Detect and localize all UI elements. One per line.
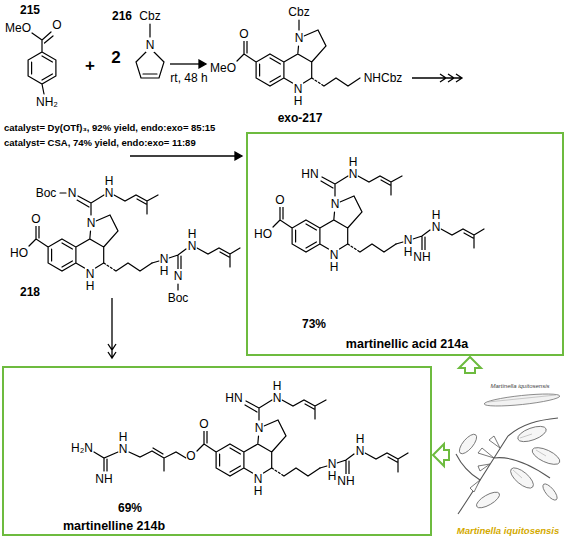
condition-note: catalyst= Dy(OTf)₃, 92% yield, endo:exo=… — [4, 122, 215, 134]
atom-label: N — [331, 197, 340, 211]
tricyclic-core — [197, 420, 320, 476]
aniline-ester-bonds — [28, 32, 56, 94]
species-name: Martinella iquitosensis — [457, 525, 559, 536]
tricyclic-core — [237, 30, 360, 86]
atom-label: O — [275, 193, 284, 207]
atom-label: NH₂ — [36, 95, 58, 109]
atom-label: H — [294, 94, 303, 108]
guanidine-bonds — [77, 195, 158, 215]
multistep-arrow — [412, 74, 462, 82]
tricyclic-core — [273, 196, 396, 252]
atom-label: rt, 48 h — [170, 71, 207, 85]
hollow-arrow — [433, 444, 449, 466]
atom-label: N — [255, 421, 264, 435]
hollow-arrow — [459, 357, 481, 373]
atom-label: O — [186, 449, 195, 463]
yield-text: 69% — [118, 501, 142, 515]
atom-label: N — [146, 38, 155, 52]
atom-label: Cbz — [139, 9, 160, 23]
plant-panel: Martinella iquitosensisMartinella iquito… — [450, 374, 565, 538]
atom-label: Boc — [168, 291, 189, 305]
cbz-bond — [298, 20, 299, 30]
seed-pod — [484, 392, 561, 409]
species-name: Martinella iquitosensis — [490, 383, 549, 390]
atom-label: H₂N — [71, 441, 93, 455]
atom-label: O — [52, 18, 61, 32]
atom-label: N — [87, 216, 96, 230]
atom-label: H — [328, 469, 337, 483]
product-box: 69% martinelline 214b — [2, 366, 432, 536]
atom-label: NH — [95, 472, 112, 486]
guanidine-bonds — [245, 400, 326, 420]
plant-leaves — [456, 423, 562, 511]
atom-label: N — [188, 239, 197, 253]
compound-number: 216 — [112, 9, 132, 23]
compound-name: martinellic acid 214a — [346, 337, 468, 352]
atom-label: HO — [10, 246, 28, 260]
yield-text: 73% — [302, 317, 326, 331]
atom-label: N — [105, 186, 114, 200]
leaf-veins — [513, 434, 546, 478]
compound-number: 215 — [20, 3, 40, 17]
atom-label: H — [404, 245, 413, 259]
atom-label: H — [160, 264, 169, 278]
atom-label: NH — [413, 250, 430, 264]
atom-label: O — [31, 212, 40, 226]
pyrroline-bonds — [136, 24, 164, 78]
atom-label: N — [356, 444, 365, 458]
compound-number: exo-217 — [278, 111, 323, 125]
guanidine-bonds — [321, 176, 402, 196]
atom-label: HO — [254, 227, 272, 241]
arrow-head — [199, 60, 206, 68]
atom-label: Cbz — [288, 5, 309, 19]
condition-note: catalyst= CSA, 74% yield, endo:exo= 11:8… — [4, 137, 196, 149]
compound-number: 218 — [20, 285, 40, 299]
atom-label: Boc — [36, 186, 57, 200]
atom-label: O — [239, 27, 248, 41]
atom-label: H — [254, 484, 263, 498]
atom-label: HN — [225, 391, 242, 405]
atom-label: O — [199, 417, 208, 431]
reaction-arrow — [130, 155, 238, 156]
atom-label: N — [295, 31, 304, 45]
twostep-arrow — [108, 298, 116, 358]
atom-label: MeO — [210, 61, 236, 75]
atom-label: NHCbz — [364, 71, 403, 85]
boc-bonds — [60, 193, 178, 290]
atom-label: MeO — [5, 21, 31, 35]
bond-lines — [28, 20, 484, 476]
plant-illustration — [456, 392, 562, 514]
atom-label: NH — [337, 474, 354, 488]
reaction-arrow — [170, 63, 201, 64]
atom-label: N — [432, 220, 441, 234]
atom-label: N — [68, 186, 77, 200]
pod-seam — [488, 395, 556, 402]
atom-label: N — [174, 269, 183, 283]
atom-label: N — [273, 391, 282, 405]
arrow-head — [235, 152, 242, 160]
compound-name: martinelline 214b — [63, 519, 165, 534]
atom-label: N — [119, 442, 128, 456]
atom-label: H — [86, 279, 95, 293]
tricyclic-core — [29, 215, 152, 271]
atom-label: N — [349, 167, 358, 181]
atom-label: H — [330, 260, 339, 274]
reaction-symbol: 2 — [111, 49, 120, 67]
plant-stem — [456, 418, 558, 514]
atom-label: HN — [301, 167, 318, 181]
reaction-symbol: + — [85, 57, 95, 75]
reaction-arrows — [108, 60, 462, 358]
plant-flowers — [470, 436, 500, 492]
ester-chain-bonds — [94, 448, 186, 471]
